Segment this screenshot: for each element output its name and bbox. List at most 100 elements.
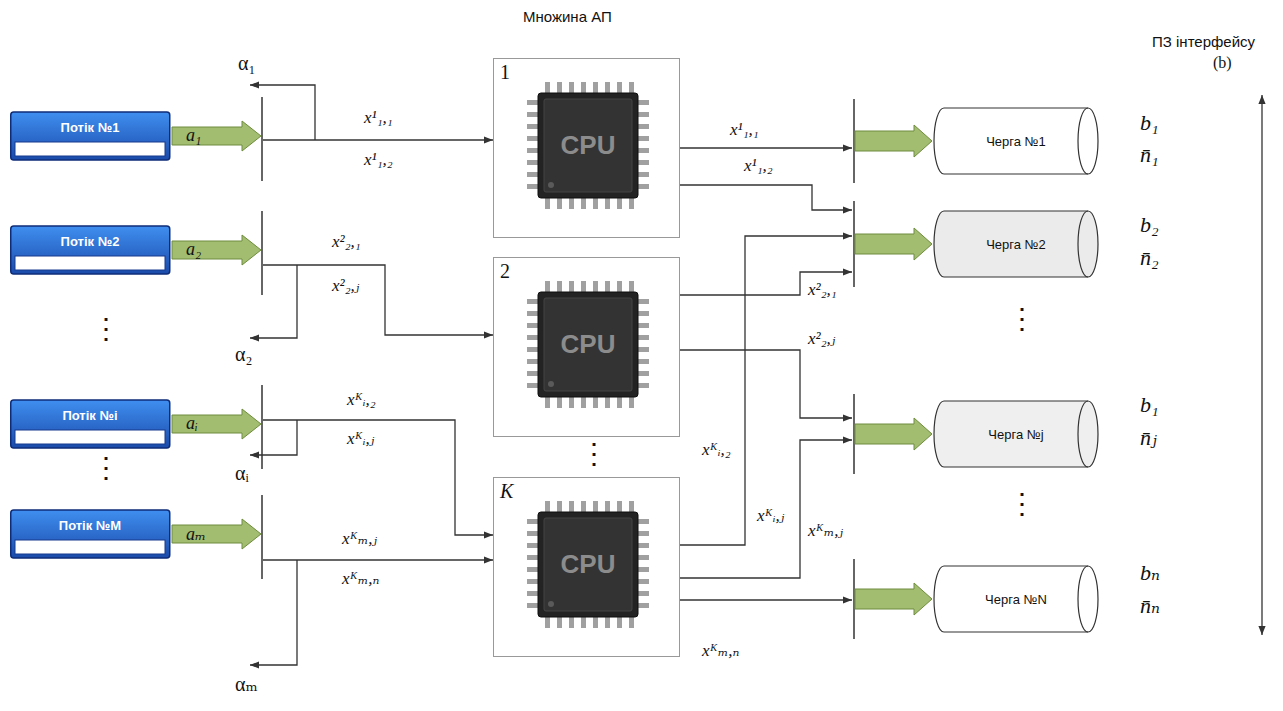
flow-connector bbox=[680, 147, 852, 148]
flow-block-arrow bbox=[172, 409, 261, 439]
chip-pin bbox=[527, 371, 538, 376]
flow-connector bbox=[263, 420, 493, 535]
chip-pin bbox=[638, 112, 649, 117]
source-body bbox=[11, 112, 170, 160]
flow-label: xᴷᵢ,₂ bbox=[345, 390, 378, 410]
queue-name: Черга №2 bbox=[944, 211, 1088, 277]
chip-body bbox=[538, 512, 638, 617]
flow-connector bbox=[263, 559, 493, 560]
chip-pin bbox=[527, 136, 538, 141]
queue-cylinder: Черга №1 bbox=[852, 98, 1102, 184]
chip-pin bbox=[638, 148, 649, 153]
chip-pin bbox=[527, 579, 538, 584]
gate-bar bbox=[261, 495, 263, 579]
stream-shape bbox=[10, 384, 263, 470]
chip-pin bbox=[527, 100, 538, 105]
queue-cylinder: Черга №N bbox=[852, 558, 1102, 640]
chip-pin bbox=[527, 124, 538, 129]
processor-frame bbox=[494, 478, 680, 657]
chip-pin bbox=[593, 397, 598, 408]
chip-pin bbox=[557, 198, 562, 209]
chip-pin bbox=[527, 112, 538, 117]
cylinder-body bbox=[934, 108, 1098, 174]
chip-pin bbox=[527, 555, 538, 560]
rate-label: aᵢ bbox=[186, 413, 198, 434]
flow-label: x¹₁,₂ bbox=[742, 156, 775, 176]
flow-label: x²₂,₁ bbox=[806, 280, 839, 300]
axis-label: ПЗ інтерфейсу bbox=[1152, 33, 1255, 50]
cylinder-end bbox=[1078, 566, 1088, 632]
chip-pin bbox=[569, 82, 574, 93]
chip-body bbox=[538, 292, 638, 397]
cylinder-body bbox=[934, 401, 1098, 467]
chip-pin bbox=[569, 617, 574, 628]
stream-shape bbox=[10, 494, 263, 580]
cylinder-end bbox=[1078, 108, 1088, 174]
chip-pin bbox=[638, 160, 649, 165]
heading-label: Множина АП bbox=[523, 8, 612, 25]
flow-label: x¹₁,₁ bbox=[362, 108, 395, 128]
chip-pin bbox=[527, 311, 538, 316]
chip-pin bbox=[527, 184, 538, 189]
buffer-label: b₁ bbox=[1140, 110, 1159, 136]
rejection-label: α₁ bbox=[238, 52, 255, 75]
chip-pin bbox=[605, 198, 610, 209]
chip-pin bbox=[527, 543, 538, 548]
rejection-arrow bbox=[250, 85, 315, 140]
flow-block-arrow bbox=[172, 121, 261, 151]
chip-pin bbox=[527, 567, 538, 572]
chip-dot bbox=[548, 381, 554, 387]
chip-pin bbox=[581, 281, 586, 292]
chip-pin bbox=[638, 359, 649, 364]
source-strip bbox=[15, 540, 165, 554]
chip-pin bbox=[581, 397, 586, 408]
chip-pin bbox=[638, 543, 649, 548]
buffer-label: n̄₁ bbox=[1140, 142, 1159, 168]
cylinder-end bbox=[1078, 211, 1088, 277]
buffer-label: n̄ⱼ bbox=[1140, 425, 1157, 451]
buffer-label: b₁ bbox=[1140, 392, 1159, 418]
processor-number: K bbox=[500, 479, 513, 503]
chip-pin bbox=[638, 531, 649, 536]
flow-label: xᴷᵢ,ⱼ bbox=[345, 428, 376, 449]
chip-pin bbox=[557, 281, 562, 292]
flow-connector bbox=[263, 265, 493, 335]
chip-pin bbox=[527, 335, 538, 340]
flow-connector bbox=[263, 139, 493, 140]
source-strip bbox=[15, 256, 165, 270]
processor-box: 1CPU bbox=[493, 58, 680, 238]
chip-pin bbox=[593, 198, 598, 209]
chip-pin bbox=[638, 347, 649, 352]
rejection-arrow bbox=[250, 265, 297, 338]
chip-pin bbox=[617, 82, 622, 93]
chip-pin bbox=[527, 347, 538, 352]
chip-pin bbox=[638, 603, 649, 608]
chip-pin bbox=[605, 501, 610, 512]
source-box: Потік №2 bbox=[10, 210, 263, 296]
chip-pin bbox=[638, 100, 649, 105]
buffer-label: n̄ₙ bbox=[1140, 593, 1160, 619]
rejection-label: α₂ bbox=[235, 343, 252, 366]
flow-label: xᴷₘ,ⱼ bbox=[806, 520, 845, 541]
queue-shape bbox=[852, 98, 1102, 184]
source-box: Потік №M bbox=[10, 494, 263, 580]
chip-pin bbox=[605, 82, 610, 93]
chip-pin bbox=[638, 311, 649, 316]
ellipsis: ⋮ bbox=[92, 454, 120, 482]
axis-label: (b) bbox=[1213, 54, 1232, 72]
source-box: Потік №i bbox=[10, 384, 263, 470]
flow-label: x¹₁,₁ bbox=[728, 120, 761, 140]
chip-pin bbox=[527, 160, 538, 165]
flow-block-arrow bbox=[172, 519, 261, 549]
chip-pin bbox=[569, 501, 574, 512]
chip-pin bbox=[605, 281, 610, 292]
ellipsis: ⋮ bbox=[1008, 305, 1036, 333]
flow-block-arrow bbox=[855, 125, 932, 157]
chip-body bbox=[538, 93, 638, 198]
chip-pin bbox=[638, 383, 649, 388]
processor-frame bbox=[494, 258, 680, 437]
rate-label: a₂ bbox=[186, 239, 201, 260]
chip-pin bbox=[545, 397, 550, 408]
chip-pin bbox=[569, 281, 574, 292]
